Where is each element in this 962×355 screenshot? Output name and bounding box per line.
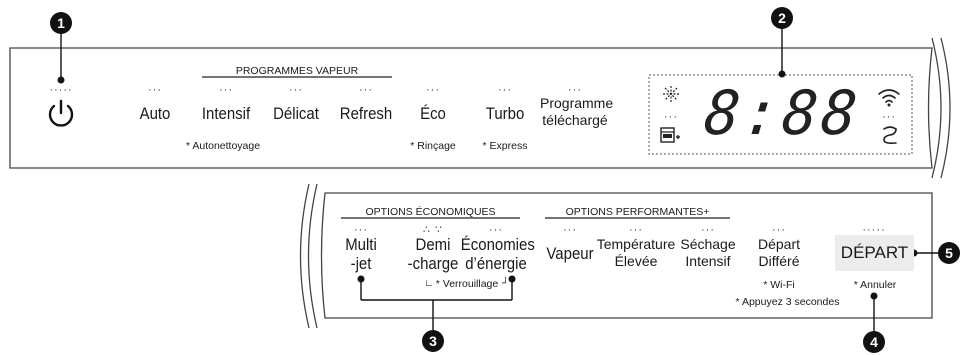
callout-1: 1	[50, 12, 72, 34]
indicator-dots: ···	[219, 84, 233, 96]
depart-button-bg	[835, 235, 914, 271]
option-label-line1: Séchage	[680, 236, 736, 252]
option-label-line2: -charge	[407, 254, 459, 273]
option-label-line1: Économies	[460, 235, 535, 254]
indicator-dots: ···	[701, 224, 715, 236]
option-label-line1: Multi	[345, 235, 377, 254]
sublabel-express: * Express	[482, 140, 528, 152]
program-label: Turbo	[485, 104, 525, 123]
indicator-dots: ···	[568, 84, 582, 96]
power-button[interactable]: ·····	[44, 85, 78, 132]
section-programmes-vapeur: PROGRAMMES VAPEUR	[235, 65, 359, 77]
power-icon	[48, 99, 74, 127]
depart-label: DÉPART	[840, 243, 909, 262]
sublabel-autonettoyage: * Autonettoyage	[185, 140, 261, 152]
indicator-dots: ···	[426, 84, 440, 96]
indicator-dots: ···	[359, 84, 373, 96]
callout-2: 2	[771, 7, 793, 29]
option-label-line2: -jet	[350, 254, 372, 273]
callout-4: 4	[863, 331, 885, 353]
bracket-right: ┘	[502, 278, 510, 289]
program-label: Délicat	[273, 104, 319, 123]
indicator-dots: ···	[289, 84, 303, 96]
option-label-line1: Demi	[415, 235, 451, 254]
section-options-economiques: OPTIONS ÉCONOMIQUES	[365, 206, 496, 218]
option-label-line1: Départ	[757, 236, 801, 252]
indicator-dots: ···	[489, 224, 503, 236]
indicator-dots: ·····	[862, 224, 886, 236]
sublabel-verrouillage: * Verrouillage	[435, 278, 499, 290]
program-label: Intensif	[201, 104, 251, 123]
sublabel-rincage: * Rinçage	[410, 140, 456, 152]
rinse-aid-icon	[883, 126, 897, 144]
option-label-line2: Élevée	[614, 253, 658, 269]
indicator-dots: ···	[629, 224, 643, 236]
option-label-line1: Vapeur	[546, 244, 594, 263]
sublabel-annuler: * Annuler	[853, 279, 897, 291]
indicator-dots: ···	[772, 224, 786, 236]
wifi-indicator-dots: ···	[882, 111, 896, 123]
steam-sun-icon	[663, 86, 679, 102]
display-digits: 8:88	[701, 77, 865, 149]
indicator-dots: ∴ ∵	[422, 224, 444, 236]
option-label-line2: d’énergie	[465, 254, 527, 273]
program-label: Auto	[139, 104, 171, 123]
indicator-dots: ···	[148, 84, 162, 96]
sublabel-appuyez: * Appuyez 3 secondes	[735, 296, 840, 308]
bracket-left: ∟	[424, 278, 434, 289]
section-options-performantes: OPTIONS PERFORMANTES+	[565, 206, 710, 218]
dishwasher-icon	[660, 127, 680, 143]
program-label-line2: téléchargé	[542, 112, 608, 128]
option-label-line2: Différé	[758, 253, 800, 269]
program-label-line1: Programme	[540, 95, 614, 111]
display-indicator-dots: ···	[664, 111, 678, 123]
program-label: Éco	[420, 104, 446, 123]
callout-5: 5	[938, 242, 960, 264]
indicator-dots: ···	[498, 84, 512, 96]
display-area: ··· 8:88 ···	[649, 75, 912, 154]
indicator-dots: ···	[563, 224, 577, 236]
power-indicator-dots: ·····	[49, 84, 73, 96]
indicator-dots: ···	[354, 224, 368, 236]
sublabel-wifi: * Wi-Fi	[763, 279, 795, 291]
wifi-icon	[878, 89, 900, 107]
program-label: Refresh	[339, 104, 393, 123]
option-label-line2: Intensif	[685, 253, 731, 269]
callout-3: 3	[422, 330, 444, 352]
option-label-line1: Température	[596, 236, 676, 252]
